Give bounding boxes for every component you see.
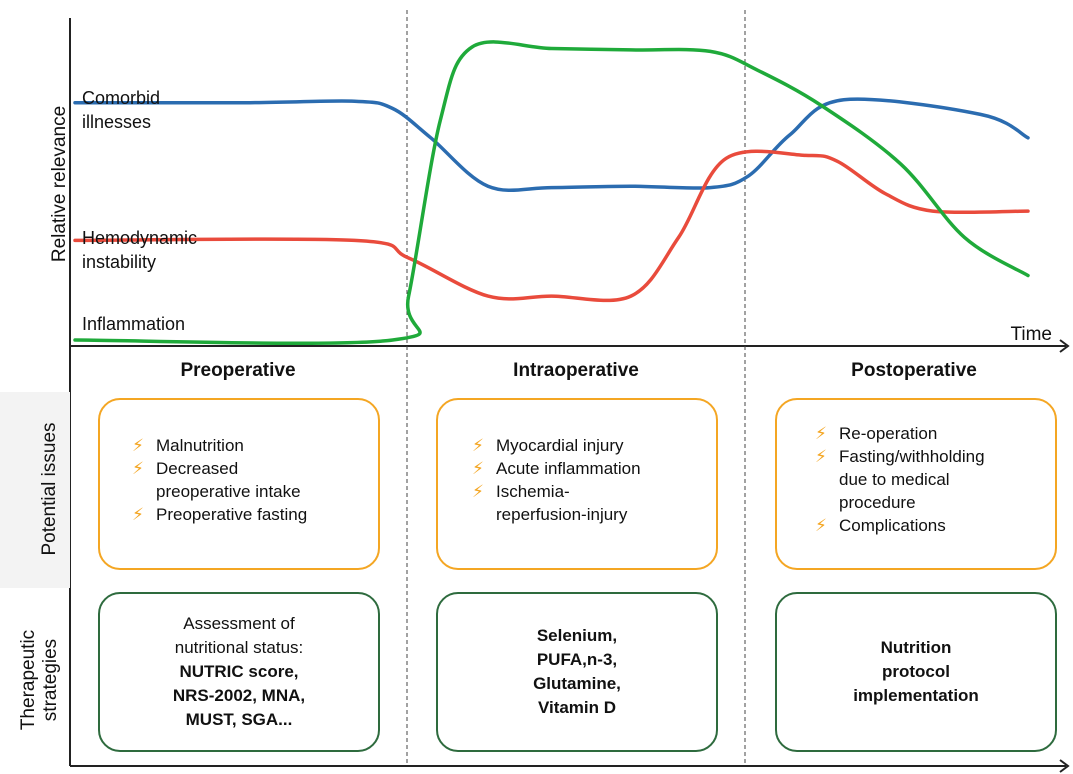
issue-text: Malnutrition [156, 436, 244, 455]
issue-item: ⚡︎ Complications [815, 514, 985, 537]
series-label-line: Hemodynamic [82, 228, 198, 248]
strategy-line: PUFA,n-3, [536, 650, 618, 669]
issues-list: ⚡︎ Myocardial injury ⚡︎ Acute inflammation… [472, 434, 641, 526]
strategy-line: implementation [853, 686, 979, 705]
series-label-hemodynamic: Hemodynamic instability [82, 226, 197, 274]
time-axis-arrow [1059, 339, 1070, 353]
lightning-icon: ⚡︎ [472, 482, 484, 501]
issue-text: Re-operation [839, 424, 938, 443]
row-label-text: Potential issues [39, 422, 60, 556]
issues-list: ⚡︎ Malnutrition ⚡︎ Decreased preoperative … [132, 434, 307, 526]
bottom-axis-arrow [1059, 759, 1070, 773]
issues-row-band [0, 392, 70, 588]
issues-box-intraoperative: ⚡︎ Myocardial injury ⚡︎ Acute inflammation… [436, 398, 718, 570]
strategy-line: Glutamine, [533, 674, 621, 693]
issue-text: Ischemia- reperfusion-injury [496, 482, 628, 524]
y-axis-label-text: Relative relevance [49, 105, 70, 263]
lightning-icon: ⚡︎ [815, 447, 827, 466]
strategy-box-postoperative: Nutrition protocol implementation [775, 592, 1057, 752]
strategy-line: Nutrition [880, 638, 952, 657]
lightning-icon: ⚡︎ [815, 516, 827, 535]
issue-item: ⚡︎ Myocardial injury [472, 434, 641, 457]
issues-box-preoperative: ⚡︎ Malnutrition ⚡︎ Decreased preoperative … [98, 398, 380, 570]
strategy-text: Selenium, PUFA,n-3, Glutamine, Vitamin D [533, 624, 621, 720]
series-line-hemodynamic [73, 149, 1030, 303]
phase-title-preoperative: Preoperative [180, 360, 296, 381]
strategy-line: protocol [882, 662, 950, 681]
issue-text: Acute inflammation [496, 459, 641, 478]
issue-item: ⚡︎ Acute inflammation [472, 457, 641, 480]
series-label-line: Inflammation [82, 314, 186, 334]
series-label-comorbid: Comorbid illnesses [82, 86, 160, 134]
lightning-icon: ⚡︎ [132, 459, 144, 478]
lightning-icon: ⚡︎ [132, 505, 144, 524]
phase-title-intraoperative: Intraoperative [513, 360, 639, 381]
issues-list: ⚡︎ Re-operation ⚡︎ Fasting/withholding due… [815, 422, 985, 537]
issue-item: ⚡︎ Re-operation [815, 422, 985, 445]
strategy-box-preoperative: Assessment of nutritional status: NUTRIC… [98, 592, 380, 752]
series-label-line: instability [82, 252, 157, 272]
issue-text: Preoperative fasting [156, 505, 308, 524]
y-axis-label: Relative relevance [49, 84, 71, 284]
strategy-line: NRS-2002, MNA, [172, 686, 306, 705]
strategy-line: nutritional status: [174, 638, 304, 657]
strategy-line: MUST, SGA... [185, 710, 293, 729]
series-line-comorbid [73, 97, 1030, 193]
phase-title-postoperative: Postoperative [851, 360, 977, 381]
series-label-line: illnesses [82, 112, 152, 132]
series-line-inflammation [73, 40, 1030, 345]
issue-item: ⚡︎ Fasting/withholding due to medical pro… [815, 445, 985, 514]
issue-item: ⚡︎ Malnutrition [132, 434, 307, 457]
issue-item: ⚡︎ Preoperative fasting [132, 503, 307, 526]
row-label-potential-issues: Potential issues [39, 409, 61, 569]
lightning-icon: ⚡︎ [815, 424, 827, 443]
lightning-icon: ⚡︎ [472, 459, 484, 478]
strategy-line: NUTRIC score, [179, 662, 299, 681]
issue-item: ⚡︎ Decreased preoperative intake [132, 457, 307, 503]
issue-text: Fasting/withholding due to medical proce… [839, 447, 985, 512]
strategy-text: Nutrition protocol implementation [853, 636, 979, 708]
issue-text: Decreased preoperative intake [156, 459, 301, 501]
series-label-inflammation: Inflammation [82, 312, 185, 336]
strategy-box-intraoperative: Selenium, PUFA,n-3, Glutamine, Vitamin D [436, 592, 718, 752]
issue-text: Myocardial injury [496, 436, 624, 455]
strategy-line: Selenium, [536, 626, 618, 645]
lightning-icon: ⚡︎ [132, 436, 144, 455]
series-label-line: Comorbid [82, 88, 161, 108]
row-label-text: strategies [40, 638, 61, 722]
row-label-text: Therapeutic [18, 629, 39, 731]
strategy-text: Assessment of nutritional status: NUTRIC… [173, 612, 305, 732]
strategy-line: Assessment of [183, 614, 295, 633]
issues-box-postoperative: ⚡︎ Re-operation ⚡︎ Fasting/withholding due… [775, 398, 1057, 570]
row-label-therapeutic-strategies: Therapeutic strategies [18, 600, 62, 760]
issue-text: Complications [839, 516, 946, 535]
issue-item: ⚡︎ Ischemia- reperfusion-injury [472, 480, 641, 526]
lightning-icon: ⚡︎ [472, 436, 484, 455]
x-axis-label: Time [1010, 324, 1052, 345]
series-group [73, 40, 1030, 345]
strategy-line: Vitamin D [537, 698, 617, 717]
